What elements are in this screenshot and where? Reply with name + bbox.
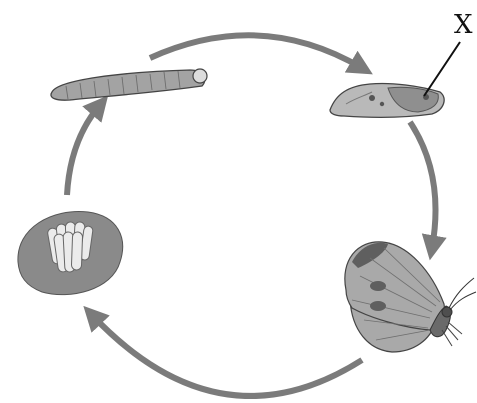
butterfly-wing-spot (370, 301, 386, 311)
caterpillar-stage (51, 69, 207, 100)
butterfly-antenna (449, 278, 474, 308)
label-x-pointer (424, 42, 460, 96)
label-x: X (454, 12, 473, 38)
arrow-butterfly-to-eggs (92, 315, 362, 396)
arrow-pupa-to-butterfly (410, 122, 436, 248)
arrow-larva-to-pupa (150, 35, 362, 68)
arrow-eggs-to-larva (67, 105, 100, 195)
butterfly-head (442, 307, 452, 317)
pupa-stage (330, 83, 444, 117)
caterpillar-head (193, 69, 207, 83)
butterfly-wing-spot (370, 281, 386, 291)
caterpillar-body (51, 70, 205, 100)
eggs-stage (18, 211, 123, 294)
butterfly-antenna (450, 292, 476, 310)
pupa-spot (369, 95, 375, 101)
pupa-spot (380, 102, 384, 106)
butterfly-stage (345, 242, 476, 352)
